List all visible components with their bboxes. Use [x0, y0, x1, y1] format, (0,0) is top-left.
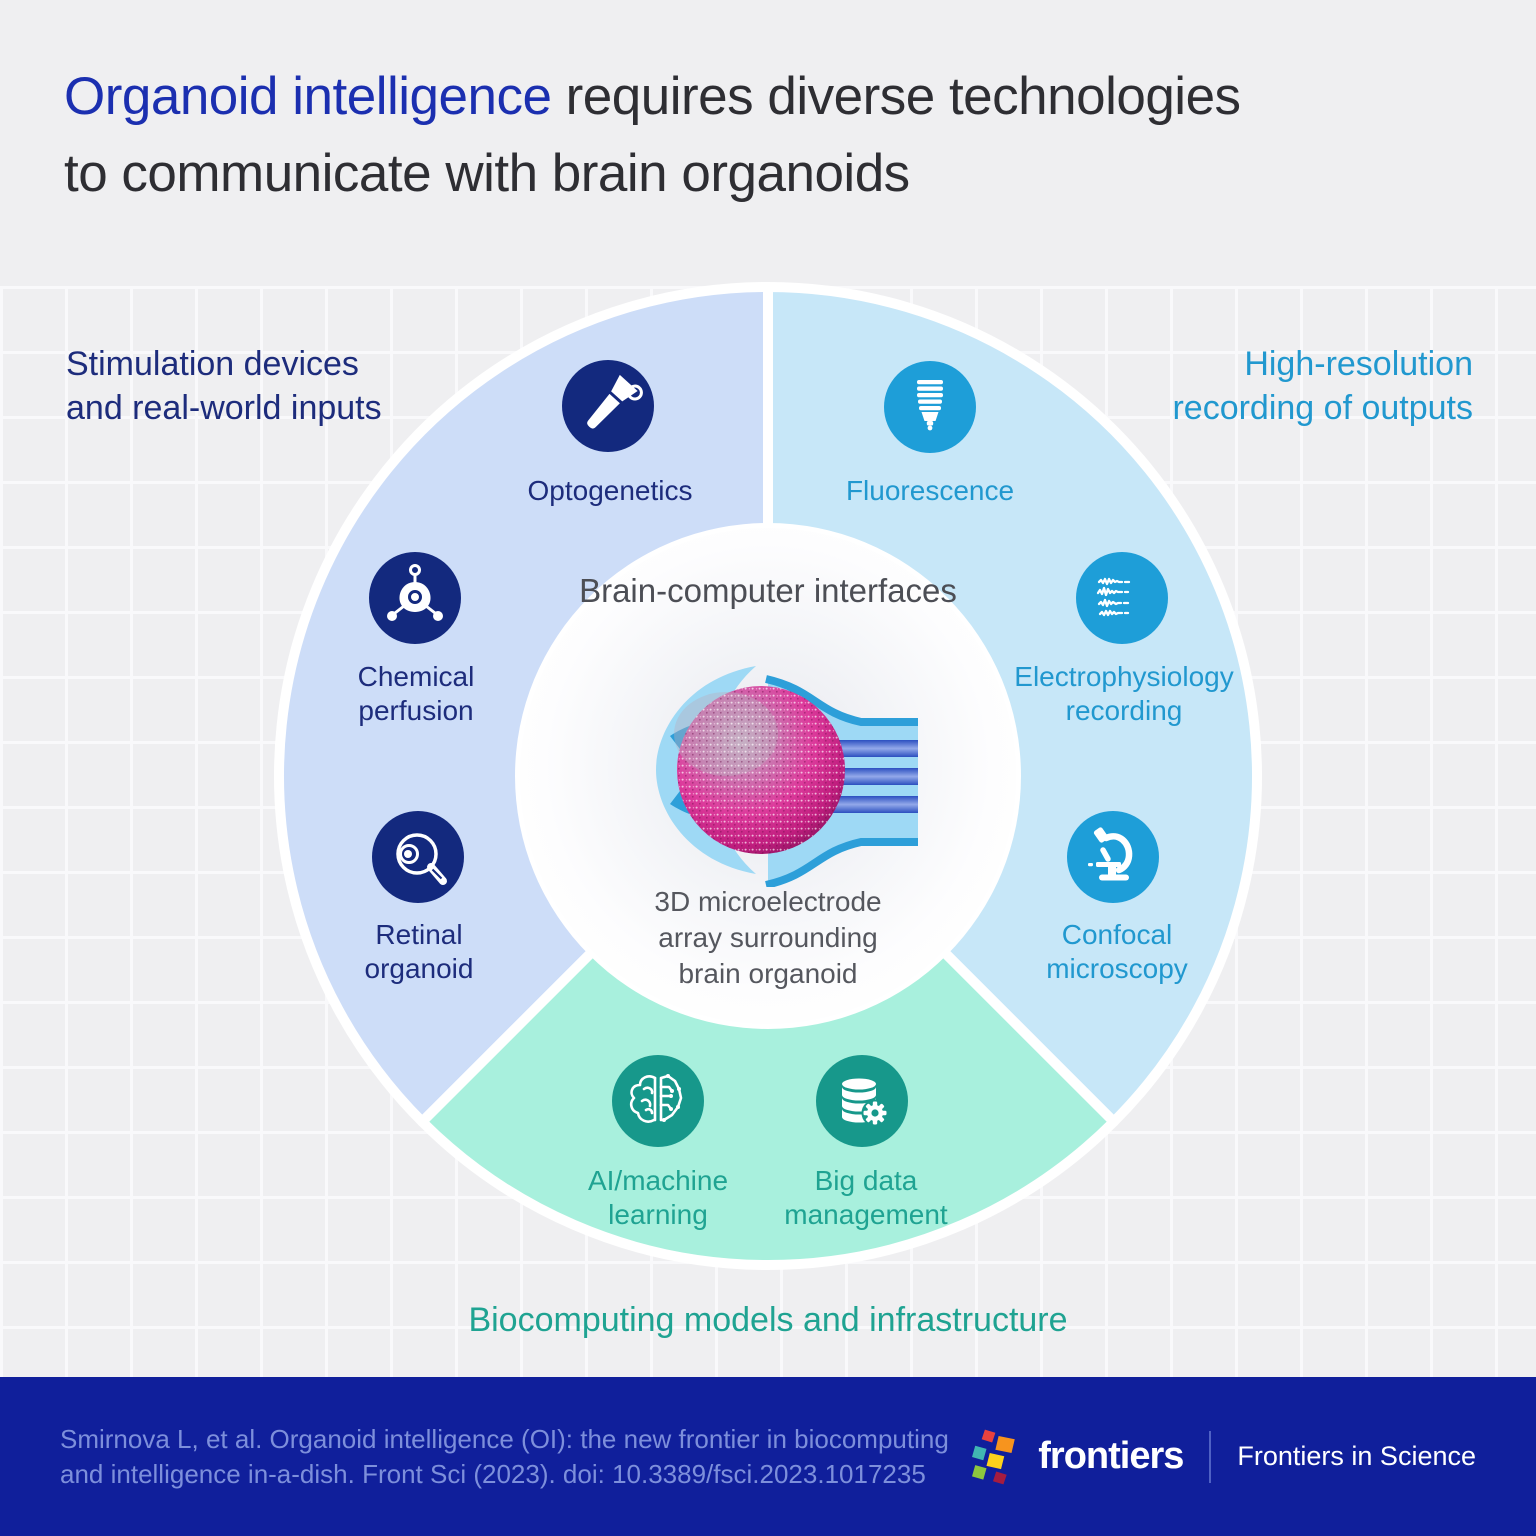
- segment-recording-wedge: [763, 282, 1262, 1127]
- signal-waves-icon: [1096, 577, 1131, 617]
- big-data-management-badge: [816, 1055, 908, 1147]
- footer: Smirnova L, et al. Organoid intelligence…: [0, 1377, 1536, 1536]
- citation: Smirnova L, et al. Organoid intelligence…: [60, 1422, 949, 1492]
- microscope-icon: [1088, 827, 1133, 881]
- organoid-illustration: [656, 666, 918, 887]
- retinal-organoid-badge: [372, 811, 464, 903]
- recording-header-line1: High-resolution: [1244, 345, 1473, 383]
- section-header-recording: High-resolution recording of outputs: [1172, 342, 1473, 430]
- center-caption: 3D microelectrode array surrounding brai…: [654, 886, 882, 989]
- item-label: Electrophysiology recording: [1014, 661, 1234, 726]
- ai-machine-learning-badge: [612, 1055, 704, 1147]
- recording-header-line2: recording of outputs: [1172, 389, 1473, 427]
- stimulation-header-line2: and real-world inputs: [66, 389, 382, 427]
- title-highlight: Organoid intelligence: [64, 67, 552, 126]
- item-label: Fluorescence: [845, 475, 1015, 506]
- title-line2: to communicate with brain organoids: [64, 144, 910, 203]
- confocal-microscopy-badge: [1067, 811, 1159, 903]
- electrophysiology-badge: [1076, 552, 1168, 644]
- database-gear-icon: [842, 1078, 889, 1127]
- footer-divider: [1209, 1430, 1212, 1483]
- title-rest: requires diverse technologies: [551, 67, 1241, 126]
- fluorescence-badge: [884, 361, 976, 453]
- eye-icon: [396, 833, 447, 885]
- item-label: Big data management: [784, 1165, 948, 1230]
- citation-line1: Smirnova L, et al. Organoid intelligence…: [60, 1423, 949, 1454]
- frontiers-cubes-icon: [972, 1429, 1015, 1484]
- frontiers-wordmark: frontiers: [1038, 1435, 1184, 1477]
- chemical-perfusion-badge: [369, 552, 461, 644]
- publication-name: Frontiers in Science: [1237, 1441, 1476, 1471]
- section-header-biocomputing: Biocomputing models and infrastructure: [468, 1301, 1068, 1339]
- item-label: Chemical perfusion: [357, 661, 475, 726]
- item-label: Optogenetics: [527, 475, 693, 506]
- citation-line2: and intelligence in-a-dish. Front Sci (2…: [60, 1458, 926, 1489]
- center-title: Brain-computer interfaces: [579, 572, 957, 609]
- item-label: Retinal organoid: [364, 919, 474, 984]
- item-label: AI/machine learning: [587, 1165, 729, 1230]
- section-header-stimulation: Stimulation devices and real-world inputs: [66, 342, 382, 430]
- cfl-bulb-icon: [917, 380, 943, 431]
- item-label: Confocal microscopy: [1046, 919, 1188, 984]
- optogenetics-badge: [562, 360, 654, 452]
- frontiers-logo: frontiers Frontiers in Science: [972, 1423, 1476, 1491]
- flashlight-icon: [587, 374, 643, 429]
- brain-circuit-icon: [629, 1074, 683, 1123]
- molecule-icon: [387, 564, 443, 621]
- page-title: Organoid intelligence requires diverse t…: [64, 58, 1484, 212]
- segment-stimulation-wedge: [274, 282, 773, 1127]
- stimulation-header-line1: Stimulation devices: [66, 345, 359, 383]
